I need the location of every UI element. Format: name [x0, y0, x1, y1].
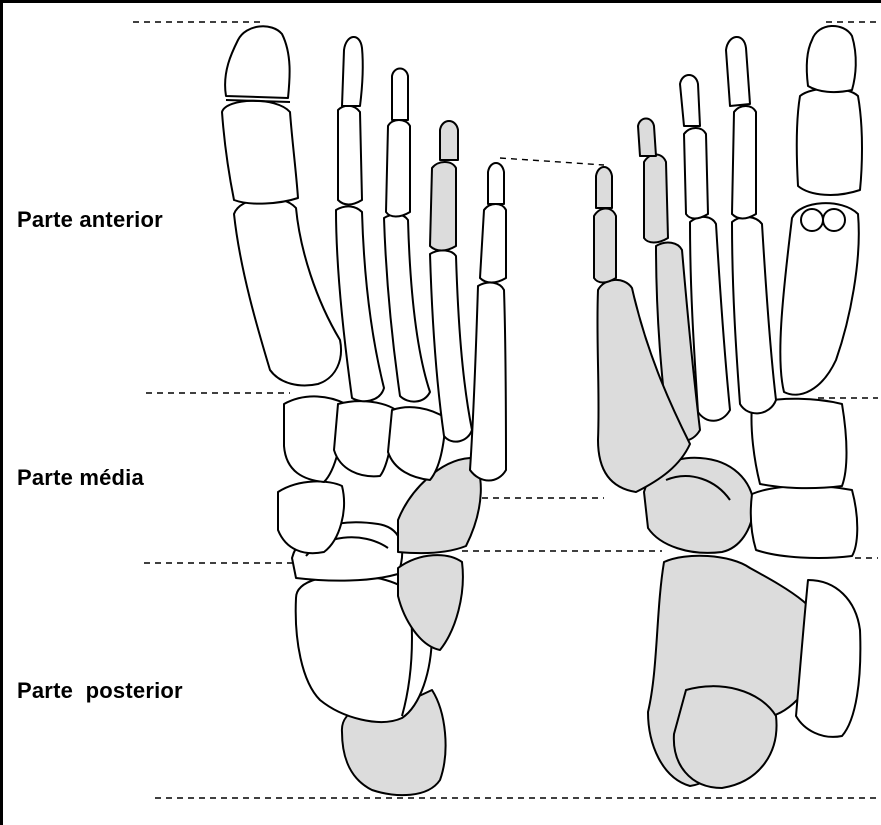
- region-label-anterior: Parte anterior: [17, 207, 163, 233]
- region-label-posterior: Parte posterior: [17, 678, 183, 704]
- region-label-media: Parte média: [17, 465, 144, 491]
- right-foot: [594, 26, 862, 788]
- left-foot: [222, 26, 506, 795]
